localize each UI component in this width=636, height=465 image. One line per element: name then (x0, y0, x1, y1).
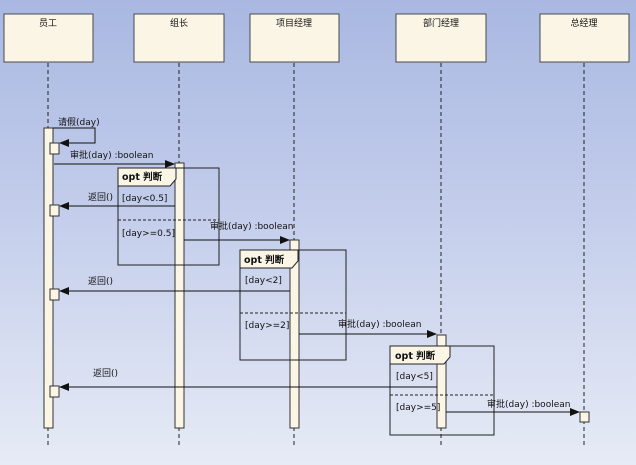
activation-gm (579, 411, 590, 423)
guard-label: [day<0.5] (122, 194, 167, 204)
fragment-opt2[interactable]: opt 判断 [day<2] [day>=2] (239, 249, 347, 361)
message-approve1[interactable]: 审批(day) :boolean (54, 149, 175, 168)
lifeline-label-employee: 员工 (39, 18, 57, 29)
message-label: 返回() (93, 367, 118, 379)
fragment-title: opt 判断 (244, 254, 285, 266)
activation-employee-return1 (49, 204, 60, 217)
message-label: 返回() (88, 275, 113, 287)
guard-label: [day>=5] (396, 403, 440, 413)
guard-label: [day<5] (396, 372, 433, 382)
activation-leader (174, 162, 185, 429)
message-approve4[interactable]: 审批(day) :boolean (446, 398, 580, 416)
lifeline-label-gm: 总经理 (570, 17, 597, 29)
message-approve3[interactable]: 审批(day) :boolean (299, 318, 437, 338)
activation-dm (436, 334, 447, 429)
message-label: 审批(day) :boolean (210, 220, 293, 232)
message-approve2[interactable]: 审批(day) :boolean (184, 220, 293, 244)
lifeline-head-leader[interactable]: 组长 (133, 13, 225, 63)
message-label: 审批(day) :boolean (338, 318, 421, 330)
message-label: 请假(day) (58, 116, 100, 128)
message-label: 返回() (88, 191, 113, 203)
lifeline-head-pm[interactable]: 项目经理 (249, 13, 340, 63)
guard-label: [day>=2] (245, 321, 289, 331)
fragment-opt3[interactable]: opt 判断 [day<5] [day>=5] (389, 345, 495, 436)
message-label: 审批(day) :boolean (487, 398, 570, 410)
message-request[interactable]: 请假(day) (53, 116, 100, 147)
activation-employee-self (49, 142, 60, 155)
lifeline-label-leader: 组长 (170, 17, 188, 29)
guard-label: [day>=0.5] (122, 229, 175, 239)
lifeline-head-gm[interactable]: 总经理 (539, 13, 630, 63)
lifeline-label-pm: 项目经理 (276, 17, 312, 29)
activation-employee-return3 (49, 385, 60, 398)
fragment-opt1[interactable]: opt 判断 [day<0.5] [day>=0.5] (117, 167, 220, 266)
lifeline-head-dm[interactable]: 部门经理 (395, 13, 487, 63)
message-return3[interactable]: 返回() (59, 367, 437, 391)
fragment-title: opt 判断 (122, 171, 163, 183)
message-return1[interactable]: 返回() (59, 191, 175, 210)
message-return2[interactable]: 返回() (59, 275, 290, 295)
activation-employee-return2 (49, 288, 60, 301)
lifeline-head-employee[interactable]: 员工 (3, 13, 94, 63)
activation-employee-main (43, 127, 54, 429)
message-label: 审批(day) :boolean (70, 149, 153, 161)
fragment-title: opt 判断 (395, 350, 436, 362)
lifeline-label-dm: 部门经理 (423, 17, 459, 29)
guard-label: [day<2] (245, 276, 282, 286)
